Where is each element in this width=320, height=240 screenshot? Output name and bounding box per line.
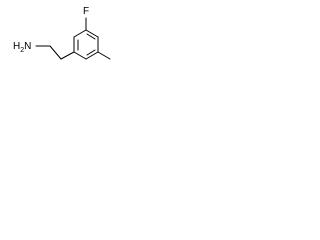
ring-bond-c2-c3 — [85, 29, 99, 38]
bond-ring-to-ethyl-ch2 — [60, 51, 75, 60]
chemical-structure: F H2N — [13, 6, 111, 60]
bond-ring-to-methyl — [97, 51, 111, 60]
ring-bond-c4-c5 — [85, 51, 99, 60]
fluorine-atom-label: F — [83, 6, 89, 17]
ring-double-bond-c2-c3 — [86, 33, 96, 40]
bond-ethyl-ch2-ch2 — [49, 45, 62, 60]
ring-bond-c5-c6 — [73, 51, 87, 60]
ring-bond-c1-c2 — [73, 29, 87, 38]
benzene-ring — [73, 29, 99, 60]
amine-group-label: H2N — [13, 41, 31, 54]
ring-double-bond-c4-c5 — [86, 49, 96, 56]
